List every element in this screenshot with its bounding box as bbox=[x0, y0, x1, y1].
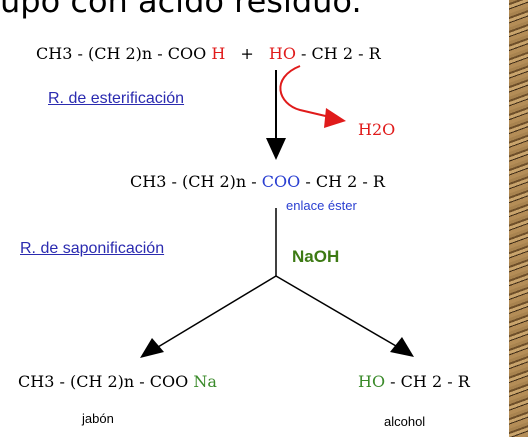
reactants-line: CH3 - (CH 2)n - COO H + HO - CH 2 - R bbox=[36, 44, 381, 63]
alcohol-product-formula: - CH 2 - R bbox=[385, 372, 470, 391]
soap-label: jabón bbox=[82, 411, 114, 426]
alcohol-hydroxyl: HO bbox=[268, 44, 296, 63]
acid-hydrogen: H bbox=[211, 44, 226, 63]
saponification-link[interactable]: R. de saponificación bbox=[20, 240, 165, 257]
water-release-arrow bbox=[279, 65, 335, 119]
water-arrowhead bbox=[324, 108, 346, 128]
ester-line: CH3 - (CH 2)n - COO - CH 2 - R bbox=[130, 172, 385, 191]
soap-formula: CH3 - (CH 2)n - COO bbox=[18, 372, 194, 391]
headline: upo con ácido residuo. bbox=[0, 0, 362, 19]
rock-texture-edge bbox=[509, 0, 528, 437]
ester-formula-left: CH3 - (CH 2)n - bbox=[130, 172, 262, 191]
alcohol-branch bbox=[275, 275, 397, 347]
plus-sign: + bbox=[240, 44, 254, 63]
ester-formula-right: - CH 2 - R bbox=[300, 172, 385, 191]
alcohol-label: alcohol bbox=[384, 414, 426, 429]
esterification-link[interactable]: R. de esterificación bbox=[48, 90, 185, 107]
alcohol-product-line: HO - CH 2 - R bbox=[358, 372, 470, 391]
alcohol-product-hydroxyl: HO bbox=[358, 372, 386, 391]
alcohol-formula: - CH 2 - R bbox=[295, 44, 381, 63]
water-product: H2O bbox=[358, 120, 396, 139]
soap-sodium: Na bbox=[193, 372, 217, 391]
soap-arrowhead bbox=[140, 338, 164, 358]
esterification-arrowhead bbox=[266, 138, 286, 160]
ester-coo-group: COO bbox=[261, 172, 301, 191]
ester-bond-label: enlace éster bbox=[286, 198, 357, 213]
alcohol-arrowhead bbox=[390, 337, 414, 357]
naoh-reagent: NaOH bbox=[292, 247, 340, 266]
soap-branch bbox=[157, 275, 277, 348]
acid-formula: CH3 - (CH 2)n - COO bbox=[36, 44, 212, 63]
soap-line: CH3 - (CH 2)n - COO Na bbox=[18, 372, 217, 391]
